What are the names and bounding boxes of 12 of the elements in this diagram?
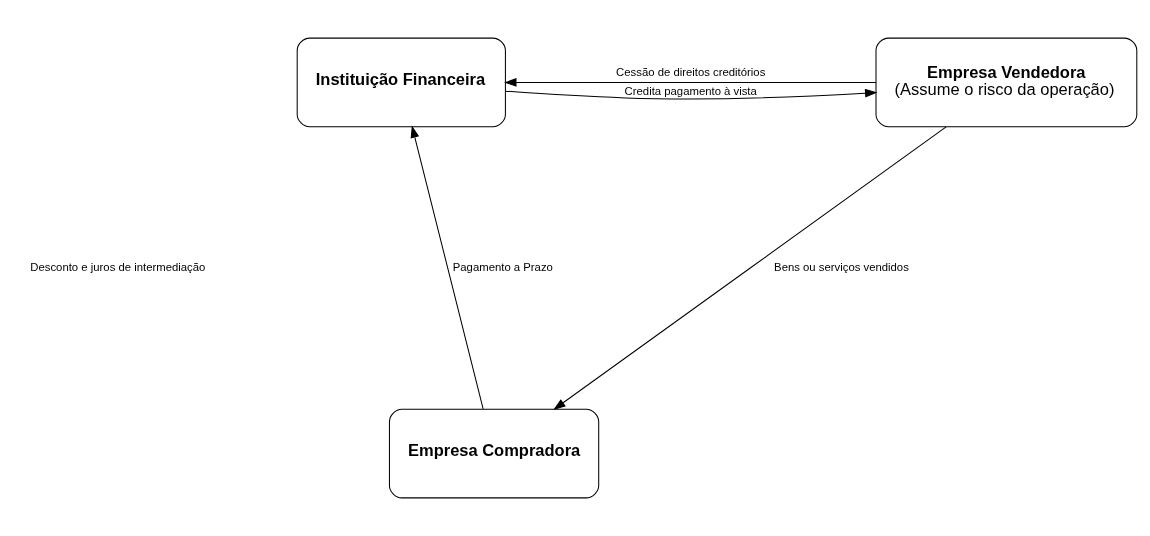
label: Desconto e juros de intermediação	[30, 260, 206, 273]
arrow	[410, 125, 484, 410]
arrow	[504, 78, 877, 87]
node-box: Empresa Vendedora (Assume o risco da operação)	[875, 37, 1138, 128]
arrow	[504, 88, 878, 100]
node-box: Empresa Compradora	[388, 408, 600, 499]
edge-label: Bens ou serviços vendidos	[774, 260, 909, 273]
arrow	[553, 126, 947, 410]
edge-label: Pagamento a Prazo	[452, 260, 553, 273]
edge-label: Cessão de direitos creditórios	[616, 66, 766, 79]
edge-label: Credita pagamento à vista	[624, 84, 757, 97]
node-box: Instituição Financeira	[296, 37, 506, 128]
